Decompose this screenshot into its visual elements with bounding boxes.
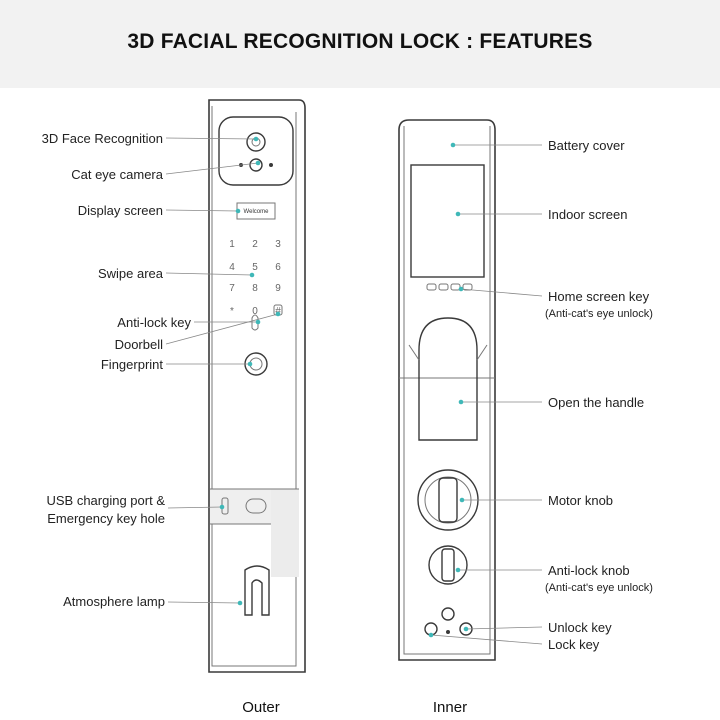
- caption-outer: Outer: [242, 699, 280, 716]
- inner-callouts: [428, 142, 543, 645]
- sublabel-home-screen-key: (Anti-cat's eye unlock): [545, 308, 653, 320]
- label-emergency-key-hole: Emergency key hole: [47, 511, 165, 526]
- emergency-key-hole: [245, 498, 267, 514]
- keypad-key: 7: [229, 283, 235, 294]
- inner-handle: [418, 317, 478, 441]
- face-camera-module: [218, 116, 294, 186]
- anti-lock-knob: [428, 545, 468, 585]
- label-lock-key: Lock key: [548, 637, 600, 652]
- outer-callouts: [165, 136, 281, 606]
- keypad-key: 5: [252, 262, 258, 273]
- keypad-key: 3: [275, 239, 281, 250]
- label-swipe-area: Swipe area: [98, 266, 164, 281]
- label-unlock-key: Unlock key: [548, 620, 612, 635]
- label-usb-charging-port: USB charging port &: [46, 493, 165, 508]
- label-atmosphere-lamp: Atmosphere lamp: [63, 594, 165, 609]
- label-doorbell: Doorbell: [115, 337, 164, 352]
- keypad: 1 2 3 4 5 6 7 8 9 * 0 #: [229, 239, 281, 317]
- home-screen-key: [462, 283, 473, 291]
- hand-icon: [251, 314, 259, 331]
- outer-handle: [244, 565, 270, 616]
- label-indoor-screen: Indoor screen: [548, 207, 628, 222]
- label-fingerprint: Fingerprint: [101, 357, 164, 372]
- page-title: 3D FACIAL RECOGNITION LOCK : FEATURES: [127, 30, 593, 53]
- keypad-key: 9: [275, 283, 281, 294]
- keypad-key: 2: [252, 239, 258, 250]
- label-motor-knob: Motor knob: [548, 493, 613, 508]
- cat-eye-camera: [249, 158, 263, 172]
- label-anti-lock-knob: Anti-lock knob: [548, 563, 630, 578]
- label-battery-cover: Battery cover: [548, 138, 625, 153]
- keypad-key: 4: [229, 262, 235, 273]
- label-display-screen: Display screen: [78, 203, 163, 218]
- keypad-key: 0: [252, 306, 258, 317]
- inner-labels: Battery cover Indoor screen Home screen …: [545, 138, 653, 652]
- sublabel-anti-lock-knob: (Anti-cat's eye unlock): [545, 582, 653, 594]
- label-open-the-handle: Open the handle: [548, 395, 644, 410]
- outer-lock-panel: Welcome 1 2 3 4 5 6 7 8 9 * 0 #: [208, 99, 306, 673]
- outer-labels: 3D Face Recognition Cat eye camera Displ…: [42, 131, 192, 609]
- label-cat-eye-camera: Cat eye camera: [71, 167, 164, 182]
- label-3d-face-recognition: 3D Face Recognition: [42, 131, 163, 146]
- face-recognition-lens: [246, 132, 266, 152]
- bottom-icon-button: [441, 607, 455, 621]
- inner-lock-panel: [398, 119, 496, 661]
- keypad-key: #: [275, 306, 281, 317]
- label-anti-lock-key: Anti-lock key: [117, 315, 191, 330]
- label-home-screen-key: Home screen key: [548, 289, 650, 304]
- display-screen-text: Welcome: [244, 209, 270, 215]
- keypad-key: 6: [275, 262, 281, 273]
- caption-inner: Inner: [433, 699, 467, 716]
- keypad-key: *: [230, 306, 234, 317]
- title-banner: 3D FACIAL RECOGNITION LOCK : FEATURES: [0, 0, 720, 88]
- keypad-key: 1: [229, 239, 235, 250]
- indoor-screen: [410, 164, 485, 278]
- keypad-key: 8: [252, 283, 258, 294]
- home-screen-key: [426, 283, 437, 291]
- home-screen-key: [438, 283, 449, 291]
